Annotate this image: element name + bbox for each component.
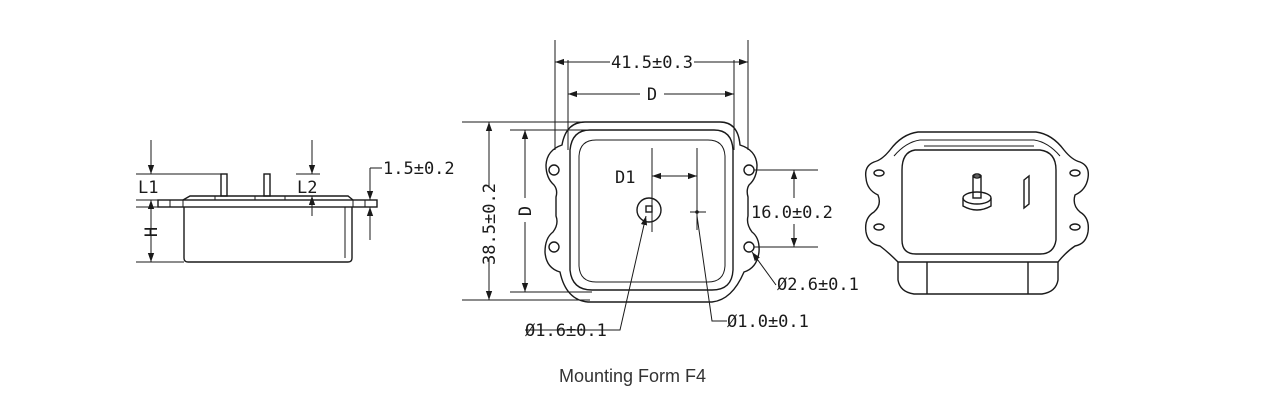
figure-caption: Mounting Form F4 (558, 366, 707, 386)
small-hole-dia-label: Ø1.0±0.1 (727, 312, 809, 332)
side-flange (157, 199, 378, 208)
iso-hole-1 (873, 169, 885, 177)
iso-lower-body (897, 262, 1059, 295)
iso-knob-stem (972, 175, 982, 199)
iso-hole-2 (1069, 169, 1081, 177)
small-hole (695, 210, 699, 214)
height-d-label: D (516, 206, 536, 216)
mount-hole-top-right (743, 164, 755, 176)
center-hole (636, 197, 662, 223)
side-view: L1 L2 H 1.5±0.2 (136, 140, 455, 263)
top-flange-outline (544, 121, 760, 303)
mount-hole-bottom-left (548, 241, 560, 253)
iso-inner-face (901, 149, 1057, 255)
side-body (183, 207, 353, 263)
iso-hole-4 (1069, 223, 1081, 231)
side-pin-right (263, 173, 271, 197)
top-view: 41.5±0.3 D D1 38.5±0.2 D 16.0±0.2 Ø2.6±0… (462, 40, 859, 341)
label-l2: L2 (297, 178, 317, 198)
mount-hole-bottom-right (743, 241, 755, 253)
label-l1: L1 (138, 178, 158, 198)
hole-spacing-label: D (647, 85, 657, 105)
side-pin-left (220, 173, 228, 197)
top-body-outline (569, 129, 734, 291)
offset-label: D1 (615, 168, 635, 188)
height-label: 38.5±0.2 (480, 183, 500, 265)
mount-hole-dia-label: Ø2.6±0.1 (777, 275, 859, 295)
iso-hole-3 (873, 223, 885, 231)
hole-pitch-label: 16.0±0.2 (751, 203, 833, 223)
label-h: H (142, 227, 162, 237)
overall-width-label: 41.5±0.3 (611, 53, 693, 73)
flange-thickness-label: 1.5±0.2 (383, 159, 455, 179)
perspective-view (864, 131, 1090, 295)
center-pin (645, 205, 653, 213)
iso-pin (1023, 174, 1030, 210)
center-hole-dia-label: Ø1.6±0.1 (525, 321, 607, 341)
mount-hole-top-left (548, 164, 560, 176)
